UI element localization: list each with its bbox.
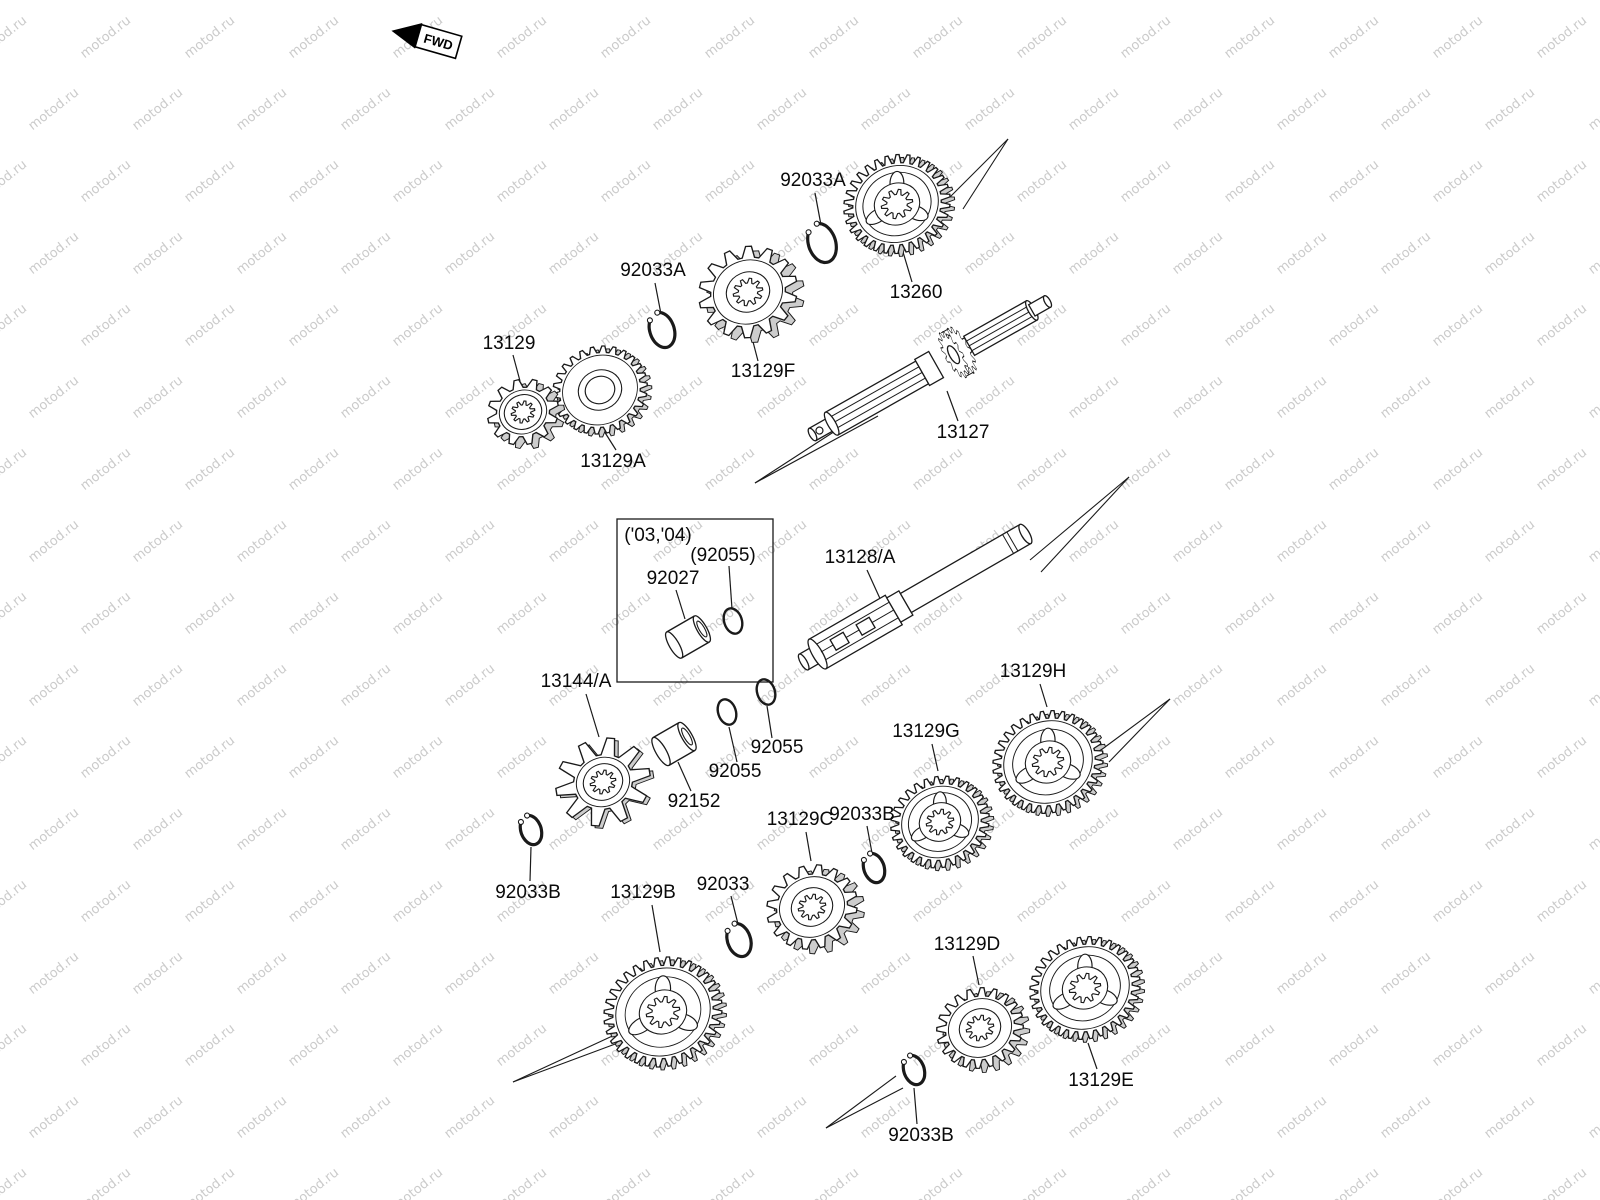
leader-line [913, 1087, 918, 1125]
gear-13129c [766, 864, 865, 955]
leader-line [728, 726, 738, 763]
note-box [616, 518, 774, 683]
fwd-flag: FWD [391, 23, 463, 60]
bushing-92152 [651, 721, 697, 767]
circlip-92033 [724, 920, 753, 959]
gear-13260 [843, 153, 956, 257]
leader-line [512, 354, 521, 382]
leader-line [585, 693, 600, 738]
leader-line [603, 430, 617, 451]
leader-line [730, 895, 739, 925]
leader-line [766, 705, 773, 739]
circlip-92033b-3 [900, 1052, 927, 1087]
gear-13129g [890, 775, 995, 872]
gear-13129d [935, 986, 1031, 1073]
ring-92055-box [722, 607, 744, 635]
leader-line [866, 825, 873, 854]
gear-13144a [555, 737, 655, 829]
gear-13129h [992, 709, 1109, 817]
leader-line [814, 192, 822, 226]
shaft-13128a [797, 523, 1033, 671]
gear-13129 [487, 378, 566, 450]
circlip-92033b-2 [517, 812, 544, 847]
gear-13129e [1029, 935, 1146, 1043]
pointer-arrow [1100, 698, 1171, 763]
bushing-92027 [664, 615, 712, 659]
gear-13129a [552, 345, 653, 438]
leader-line [675, 589, 686, 620]
leader-line [946, 390, 959, 422]
leader-line [1039, 683, 1048, 708]
leader-line [805, 831, 812, 862]
shaft-13127 [807, 294, 1053, 442]
leader-line [931, 743, 939, 772]
ring-92055-1 [755, 678, 777, 706]
leader-line [728, 565, 733, 610]
circlip-92033a-2 [646, 309, 677, 350]
gear-13129f [698, 245, 805, 343]
leader-line [677, 761, 692, 792]
leader-line [529, 846, 532, 882]
circlip-92033a-1 [805, 220, 838, 265]
gear-13129b [603, 956, 728, 1071]
leader-line [651, 904, 661, 953]
ring-92055-2 [716, 698, 738, 726]
leader-line [1087, 1042, 1098, 1070]
leader-line [972, 955, 980, 986]
pointer-arrow [1029, 476, 1130, 573]
leader-line [866, 569, 883, 604]
circlip-92033b-1 [860, 850, 887, 885]
pointer-arrow [825, 1075, 904, 1129]
leader-line [902, 251, 913, 283]
leader-line [654, 282, 662, 315]
pointer-arrow [949, 138, 1009, 210]
